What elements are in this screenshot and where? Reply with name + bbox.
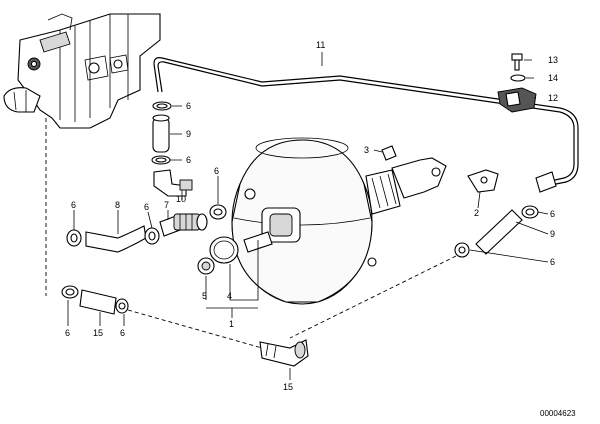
callout-5: 5	[202, 291, 207, 301]
right-hose-assembly	[454, 205, 539, 258]
callout-3: 3	[364, 145, 369, 155]
callout-6: 6	[550, 209, 555, 219]
leader-dashed-bottom	[127, 309, 263, 349]
callout-15: 15	[283, 382, 293, 392]
pushrod-clevis-3	[365, 145, 447, 215]
lower-hose-assembly	[61, 285, 129, 315]
grommet-6-inner	[213, 208, 223, 216]
check-valve-7	[159, 213, 208, 237]
callout-6: 6	[120, 328, 125, 338]
callout-13: 13	[548, 55, 558, 65]
upper-hose-assembly	[151, 101, 193, 197]
callout-10: 10	[176, 194, 186, 204]
callout-6: 6	[65, 328, 70, 338]
leader-lines	[67, 52, 549, 380]
diagram-reference-number: 00004623	[540, 409, 576, 418]
callout-6: 6	[144, 202, 149, 212]
callout-labels: 11 13 14 12 6 9 6 3 6 7 10 6 8 6 2 6 9 6…	[65, 40, 558, 392]
callout-6: 6	[550, 257, 555, 267]
leader-dashed-right	[289, 255, 457, 339]
callout-6: 6	[214, 166, 219, 176]
callout-14: 14	[548, 73, 558, 83]
clip-2	[467, 169, 499, 193]
washer-14	[510, 74, 526, 82]
callout-9: 9	[186, 129, 191, 139]
callout-15: 15	[93, 328, 103, 338]
callout-2: 2	[474, 208, 479, 218]
left-hose-assembly	[66, 225, 160, 253]
callout-12: 12	[548, 93, 558, 103]
bracket-12	[497, 87, 537, 113]
callout-11: 11	[316, 40, 325, 50]
callout-1: 1	[229, 319, 234, 329]
brake-booster-1	[231, 137, 377, 305]
engine-block	[3, 13, 161, 129]
screw-13	[511, 53, 523, 71]
callout-6: 6	[186, 101, 191, 111]
elbow-fitting-15	[259, 339, 309, 367]
callout-8: 8	[115, 200, 120, 210]
callout-4: 4	[227, 291, 232, 301]
callout-6: 6	[186, 155, 191, 165]
vacuum-pipe-11	[153, 57, 579, 193]
callout-9: 9	[550, 229, 555, 239]
callout-6: 6	[71, 200, 76, 210]
callout-7: 7	[164, 200, 169, 210]
